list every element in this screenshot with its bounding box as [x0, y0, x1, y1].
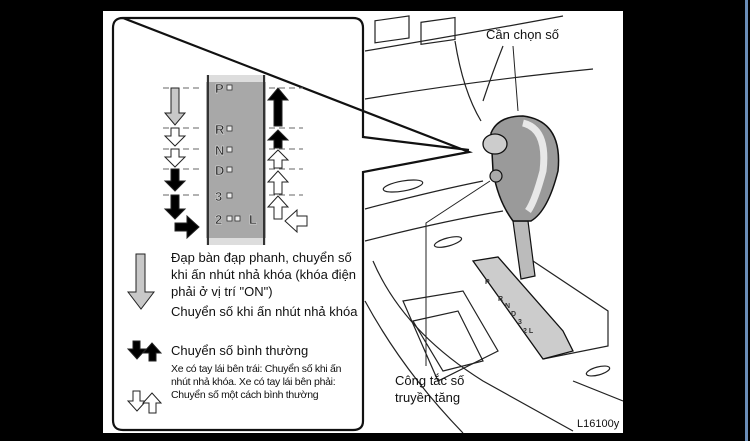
legend-brake-and-button: Đạp bàn đạp phanh, chuyển số khi ấn nhút…: [171, 250, 357, 299]
window-edge: [745, 0, 748, 441]
black-right-arrow-icon: [174, 214, 200, 240]
svg-text:N: N: [505, 303, 510, 310]
lever-shaft: [512, 220, 536, 280]
legend-black-down-arrow-icon: [126, 340, 148, 360]
legend-grey-arrow-icon: [126, 253, 156, 310]
svg-text:2 L: 2 L: [523, 328, 534, 335]
gate-labels: P R N D 3 2 L: [215, 81, 257, 227]
shift-lever-label: Cần chọn số: [486, 27, 559, 42]
legend-drive-side: Xe có tay lái bên trái: Chuyển số khi ấn…: [171, 363, 342, 401]
svg-text:3: 3: [518, 319, 522, 326]
white-up-arrow-icon: [266, 149, 290, 169]
gate-D: D: [215, 163, 224, 178]
black-up-arrow-icon: [266, 129, 290, 149]
white-up-arrow-icon: [266, 170, 290, 195]
legend-white-down-arrow-icon: [126, 390, 148, 412]
legend-white-up-arrow-icon: [141, 392, 163, 414]
legend-black-up-arrow-icon: [141, 342, 163, 362]
legend-button-only: Chuyển số khi ấn nhút nhả khóa: [171, 304, 358, 319]
overdrive-switch-label-line2: truyền tăng: [395, 390, 461, 405]
gate-P: P: [215, 81, 224, 96]
figure-code: L16100y: [577, 418, 620, 430]
illustration: PRN D32 L P R N D 3 2 L: [111, 15, 623, 433]
gate-L: L: [249, 212, 257, 227]
svg-text:D: D: [511, 311, 516, 318]
gate-plate: [471, 256, 574, 360]
shift-knob: [490, 115, 560, 222]
white-up-arrow-icon: [266, 195, 290, 220]
gate-3: 3: [215, 189, 222, 204]
gate-N: N: [215, 143, 224, 158]
white-down-arrow-icon: [163, 127, 187, 147]
shift-lock-button: [482, 133, 508, 155]
white-left-arrow-icon: [284, 208, 308, 234]
overdrive-switch: [489, 169, 503, 183]
overdrive-switch-label-line1: Công tắc số: [395, 373, 465, 388]
grey-down-arrow-icon: [163, 87, 187, 126]
gate-plate-labels: P RN D32 L: [485, 279, 534, 335]
black-down-arrow-icon: [163, 168, 187, 192]
black-down-arrow-icon: [163, 194, 187, 220]
gate-2: 2: [215, 212, 222, 227]
legend-normal: Chuyển số bình thường: [171, 343, 309, 358]
white-down-arrow-icon: [163, 148, 187, 168]
gate-R: R: [215, 122, 225, 137]
svg-text:P: P: [485, 279, 490, 286]
black-up-arrow-icon: [266, 87, 290, 127]
console-drawing: [364, 15, 623, 433]
svg-text:R: R: [498, 296, 503, 303]
